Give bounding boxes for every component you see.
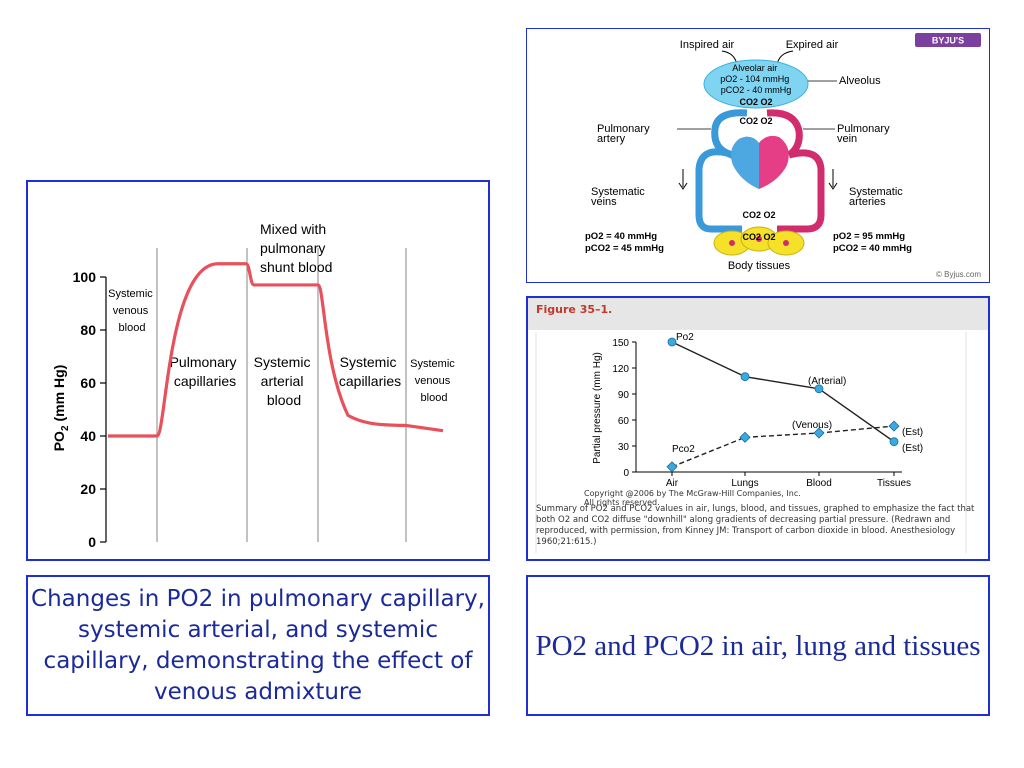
region-label-systemic-arterial: Systemic arterial blood — [254, 354, 315, 408]
partial-pressure-chart: 0 30 60 90 120 150 Air Lungs Blood Tissues Parti… — [535, 332, 967, 553]
systemic-vein-vessel — [695, 148, 742, 233]
po2-segment — [744, 375, 820, 390]
systematic-arteries-label: Systematic arteries — [849, 186, 906, 208]
figure-title: Figure 35–1. — [528, 298, 988, 330]
figure-35-1-panel: Figure 35–1. 0 30 60 90 120 150 Air Lungs Blood… — [526, 296, 990, 561]
y-tick-label: 0 — [88, 534, 96, 550]
left-tissue-values: pO2 = 40 mmHg pCO2 = 45 mmHg — [585, 231, 664, 254]
heart-right-side — [731, 136, 759, 189]
y-ticks: 0 20 40 60 80 100 — [73, 269, 106, 550]
est-label-2: (Est) — [902, 443, 923, 454]
systemic-artery-vessel — [777, 149, 825, 233]
right-tissue-values: pO2 = 95 mmHg pCO2 = 40 mmHg — [833, 231, 912, 254]
region-label-pulmonary-capillaries: Pulmonary capillaries — [170, 354, 241, 389]
figure-copyright: Copyright @2006 by The McGraw-Hill Compa… — [584, 489, 914, 507]
pco2-point — [666, 461, 678, 473]
fig-y-tick-label: 120 — [612, 364, 629, 375]
fig-y-ticks: 0 30 60 90 120 150 — [612, 338, 636, 479]
region-label-systemic-capillaries: Systemic capillaries — [339, 354, 401, 389]
y-tick-label: 40 — [80, 428, 96, 444]
inspired-air-label: Inspired air — [680, 39, 735, 51]
pulmonary-artery-label: Pulmonary artery — [597, 123, 653, 145]
fig-x-tick-label: Tissues — [877, 478, 911, 489]
po2-point — [889, 437, 899, 447]
pco2-series-label: Pco2 — [672, 444, 695, 455]
left-caption-box: Changes in PO2 in pulmonary capillary, s… — [26, 575, 490, 716]
y-axis-label-unit: (mm Hg) — [51, 365, 67, 422]
y-tick-label: 60 — [80, 375, 96, 391]
expired-air-label: Expired air — [786, 39, 839, 51]
region-label-systemic-venous-1: Systemic venous blood — [108, 288, 156, 334]
lung-co2-o2: CO2 O2 — [739, 116, 772, 126]
pco2-point — [888, 420, 900, 432]
down-arrow-left-head — [678, 182, 688, 190]
byjus-logo — [915, 33, 981, 47]
copyright-line-1: Copyright @2006 by The McGraw-Hill Compa… — [584, 489, 801, 498]
alveolus-label: Alveolus — [839, 75, 881, 87]
po2-segment — [818, 388, 895, 443]
pco2-point — [813, 427, 825, 439]
pco2-point — [739, 431, 751, 443]
down-arrow-right-head — [828, 182, 838, 190]
pulmonary-vein-label: Pulmonary vein — [837, 123, 893, 145]
po2-chart-panel: 0 20 40 60 80 100 PO2 (mm Hg) Systemic venous … — [26, 180, 490, 561]
tissue-co2-o2: CO2 O2 — [742, 210, 775, 220]
alveolus-shape — [703, 59, 809, 109]
figure-caption: Summary of PO2 and PCO2 values in air, l… — [536, 504, 975, 547]
venous-label: (Venous) — [792, 420, 832, 431]
fig-x-ticks: Air Lungs Blood Tissues — [666, 472, 911, 489]
y-axis-label: PO2 (mm Hg) — [51, 365, 71, 452]
fig-x-tick-label: Lungs — [731, 478, 758, 489]
byjus-logo-text: BYJU'S — [932, 36, 964, 46]
po2-point — [740, 372, 750, 382]
po2-point — [814, 384, 824, 394]
fig-y-tick-label: 90 — [618, 390, 630, 401]
copyright-line-2: All rights reserved. — [584, 498, 660, 507]
pco2-segment — [818, 425, 895, 434]
tissue-co2-o2-inner: CO2 O2 — [742, 232, 775, 242]
fig-series — [666, 337, 900, 473]
y-tick-label: 20 — [80, 481, 96, 497]
pulmonary-vein-vessel — [766, 109, 803, 158]
po2-series-label: Po2 — [676, 332, 694, 343]
right-caption-text: PO2 and PCO2 in air, lung and tissues — [535, 629, 981, 662]
right-caption-box: PO2 and PCO2 in air, lung and tissues — [526, 575, 990, 716]
arterial-label: (Arterial) — [808, 376, 846, 387]
tissue-nucleus-1 — [729, 240, 735, 246]
fig-y-tick-label: 0 — [623, 468, 629, 479]
body-tissues-label: Body tissues — [728, 260, 791, 272]
y-axis-label-sub: 2 — [60, 425, 71, 431]
po2-chart: 0 20 40 60 80 100 PO2 (mm Hg) Systemic venous … — [51, 221, 458, 550]
alveolus-co2-o2: CO2 O2 — [739, 97, 772, 107]
systematic-veins-label: Systematic veins — [591, 186, 648, 208]
fig-x-tick-label: Blood — [806, 478, 832, 489]
fig-y-tick-label: 30 — [618, 442, 630, 453]
tissue-nucleus-3 — [783, 240, 789, 246]
po2-segment — [671, 341, 746, 378]
po2-curve — [108, 262, 444, 438]
circulation-diagram: BYJU'S Inspired air Expired air Alveolar… — [585, 33, 981, 279]
region-label-systemic-venous-2: Systemic venous blood — [410, 358, 458, 404]
y-axis-label-main: PO — [51, 431, 67, 451]
byjus-credit: © Byjus.com — [936, 270, 981, 279]
pco2-segment — [744, 432, 820, 439]
left-caption-text: Changes in PO2 in pulmonary capillary, s… — [31, 585, 485, 705]
tissue-nucleus-2 — [756, 236, 762, 242]
fig-y-tick-label: 150 — [612, 338, 629, 349]
y-tick-label: 80 — [80, 322, 96, 338]
shunt-annotation: Mixed with pulmonary shunt blood — [260, 221, 332, 275]
fig-y-axis-label: Partial pressure (mm Hg) — [592, 352, 603, 464]
fig-x-tick-label: Air — [666, 478, 679, 489]
circulation-diagram-panel: BYJU'S Inspired air Expired air Alveolar… — [526, 28, 990, 283]
po2-point — [667, 337, 677, 347]
alveolar-air-text: Alveolar air pO2 - 104 mmHg pCO2 - 40 mm… — [720, 63, 792, 95]
est-label-1: (Est) — [902, 427, 923, 438]
fig-y-tick-label: 60 — [618, 416, 630, 427]
y-tick-label: 100 — [73, 269, 97, 285]
pco2-segment — [671, 436, 746, 468]
